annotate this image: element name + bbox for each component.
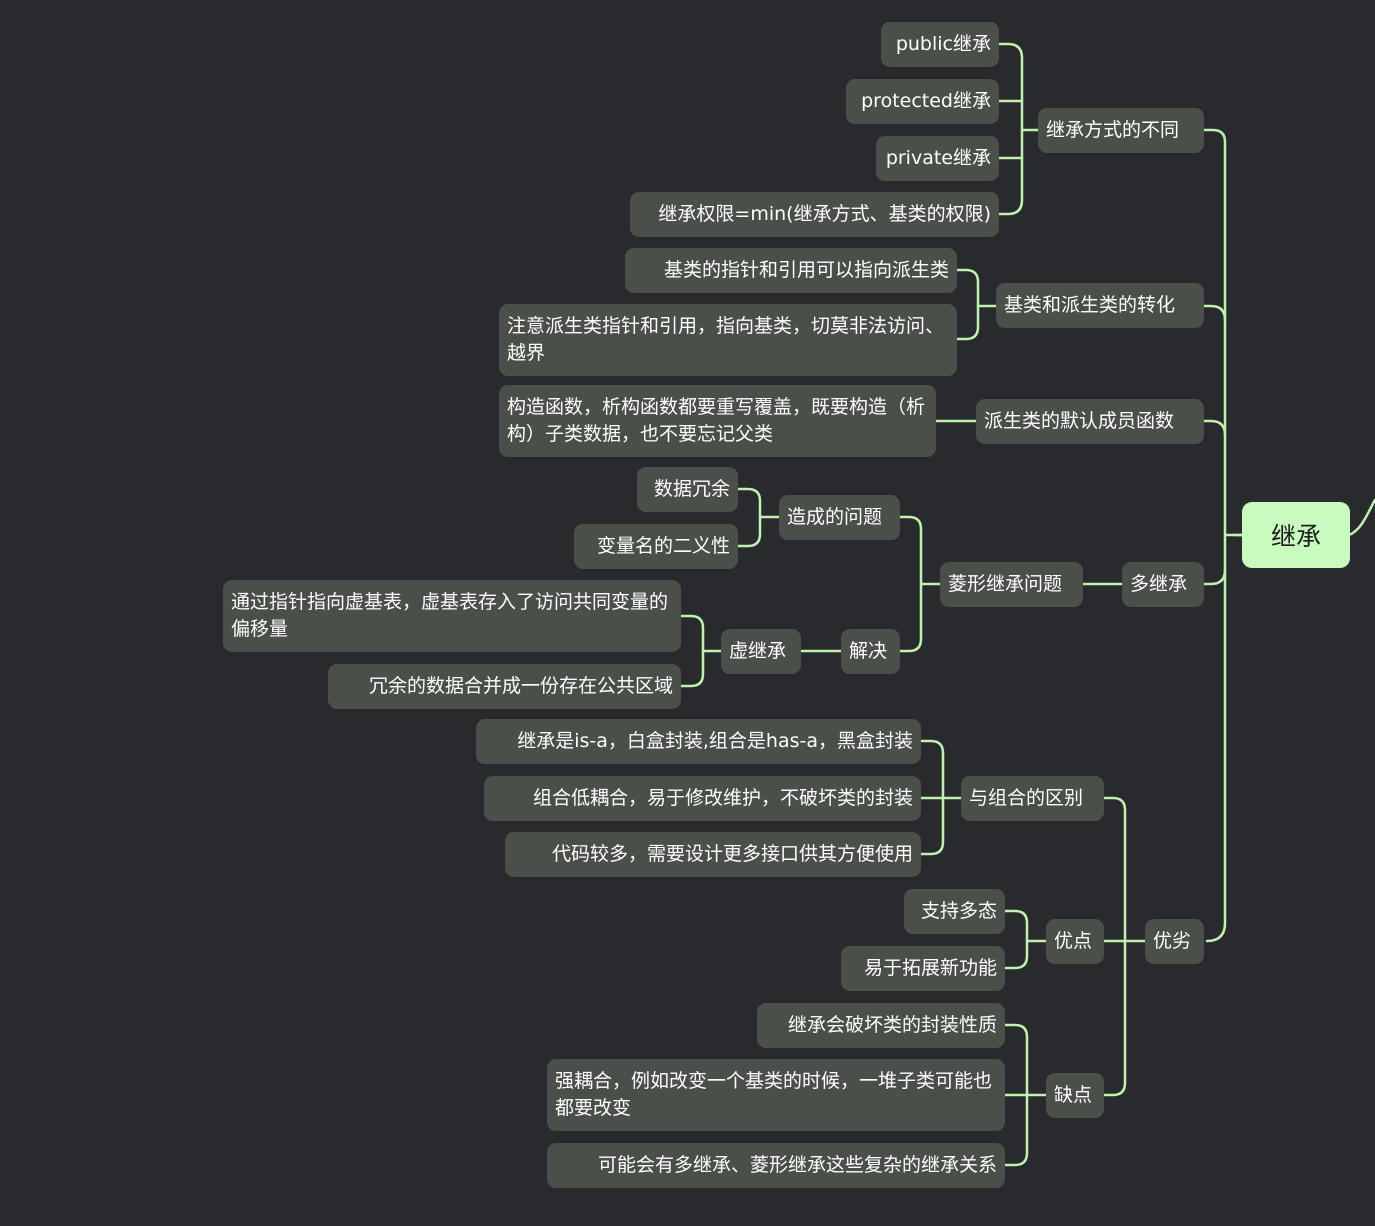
leaf-more-code[interactable]: 代码较多，需要设计更多接口供其方便使用	[505, 832, 921, 877]
node-pros[interactable]: 优点	[1046, 919, 1104, 964]
leaf-constructor-destructor[interactable]: 构造函数，析构函数都要重写覆盖，既要构造（析构）子类数据，也不要忘记父类	[499, 385, 936, 457]
leaf-derived-pointer-warning[interactable]: 注意派生类指针和引用，指向基类，切莫非法访问、越界	[499, 304, 957, 376]
node-diamond-inheritance[interactable]: 菱形继承问题	[940, 562, 1083, 607]
leaf-public-inheritance[interactable]: public继承	[881, 22, 999, 67]
leaf-strong-coupling[interactable]: 强耦合，例如改变一个基类的时候，一堆子类可能也都要改变	[547, 1059, 1005, 1131]
node-cons[interactable]: 缺点	[1046, 1073, 1104, 1118]
leaf-base-pointer[interactable]: 基类的指针和引用可以指向派生类	[625, 248, 957, 293]
node-solution[interactable]: 解决	[841, 629, 900, 674]
node-vs-composition[interactable]: 与组合的区别	[961, 776, 1104, 821]
node-virtual-inheritance[interactable]: 虚继承	[721, 629, 801, 674]
leaf-complex-relations[interactable]: 可能会有多继承、菱形继承这些复杂的继承关系	[547, 1143, 1005, 1188]
leaf-breaks-encapsulation[interactable]: 继承会破坏类的封装性质	[757, 1003, 1005, 1048]
branch-default-members[interactable]: 派生类的默认成员函数	[976, 399, 1204, 444]
leaf-name-ambiguity[interactable]: 变量名的二义性	[574, 524, 738, 569]
branch-inherit-modes[interactable]: 继承方式的不同	[1038, 108, 1204, 153]
leaf-inherit-permission[interactable]: 继承权限=min(继承方式、基类的权限)	[630, 192, 999, 237]
leaf-data-redundancy[interactable]: 数据冗余	[637, 467, 738, 512]
root-node[interactable]: 继承	[1242, 502, 1350, 568]
branch-pros-cons[interactable]: 优劣	[1145, 919, 1204, 964]
leaf-protected-inheritance[interactable]: protected继承	[846, 79, 999, 124]
leaf-merged-data[interactable]: 冗余的数据合并成一份存在公共区域	[328, 664, 681, 709]
node-caused-problems[interactable]: 造成的问题	[779, 495, 900, 540]
leaf-low-coupling[interactable]: 组合低耦合，易于修改维护，不破坏类的封装	[484, 776, 921, 821]
leaf-polymorphism[interactable]: 支持多态	[904, 889, 1005, 934]
branch-multiple-inheritance[interactable]: 多继承	[1122, 562, 1204, 607]
leaf-is-a-has-a[interactable]: 继承是is-a，白盒封装,组合是has-a，黑盒封装	[476, 719, 921, 764]
leaf-private-inheritance[interactable]: private继承	[876, 136, 999, 181]
leaf-easy-extend[interactable]: 易于拓展新功能	[841, 946, 1005, 991]
branch-conversion[interactable]: 基类和派生类的转化	[996, 283, 1204, 328]
leaf-virtual-base-table[interactable]: 通过指针指向虚基表，虚基表存入了访问共同变量的偏移量	[223, 580, 681, 652]
